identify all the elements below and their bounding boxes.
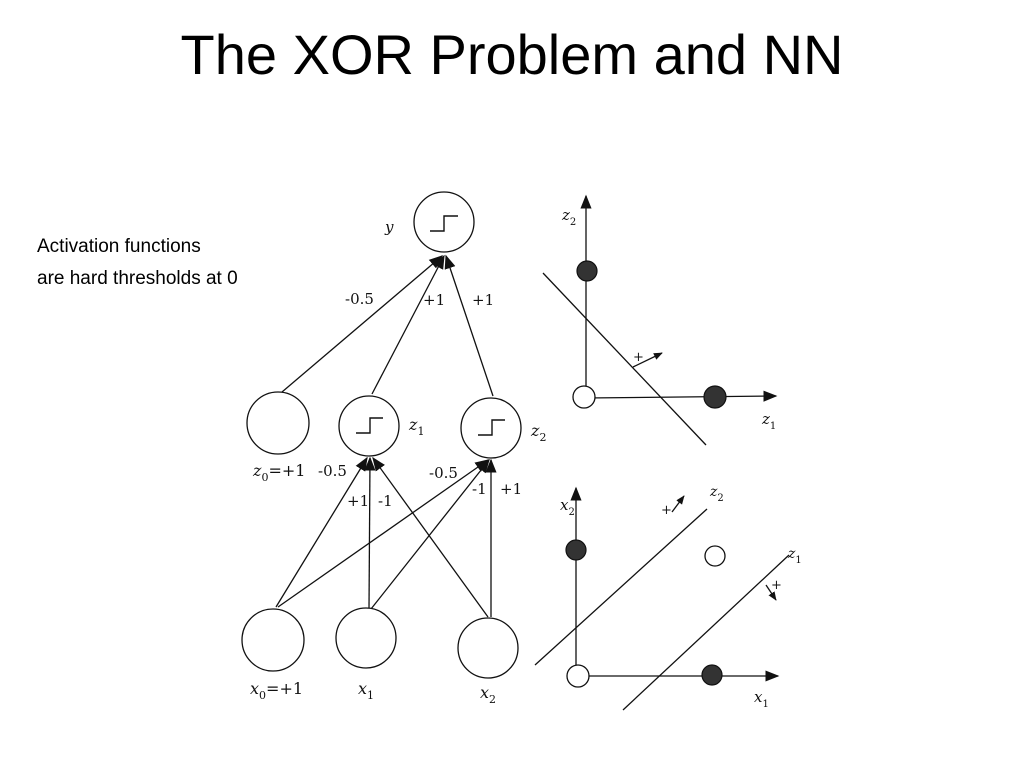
line-z1-label: z1 [787, 546, 802, 566]
z1-axis-label: z1 [761, 410, 776, 432]
label-x1: x1 [358, 679, 374, 702]
step-icon [430, 215, 458, 232]
weight-bias-to-y: -0.5 [345, 290, 374, 308]
node-hidden-z1 [338, 395, 400, 457]
weight-x1-to-z2: -1 [472, 480, 487, 498]
x-space-plot: + + x2 x1 z2 z1 [534, 484, 802, 711]
label-z2: z2 [530, 421, 546, 444]
z2-axis-label: z2 [561, 206, 576, 228]
node-input-x0 [241, 608, 305, 672]
normal-arrow-z1 [765, 584, 777, 601]
plus-mark: + [661, 503, 672, 518]
network-labels: y -0.5 +1 +1 z0=+1 z1 z2 -0.5 +1 -1 -0.5… [250, 218, 546, 706]
edge-x1-to-z2 [370, 458, 490, 610]
label-z0: z0=+1 [252, 461, 305, 484]
decision-line-z2 [534, 508, 708, 666]
weight-x0-to-z1: -0.5 [318, 462, 347, 480]
decision-line-z1 [622, 554, 790, 711]
label-x2: x2 [480, 683, 496, 706]
x2-axis-label: x2 [560, 496, 575, 518]
point-filled [703, 385, 727, 409]
node-bias-z0 [246, 391, 310, 455]
plus-mark: + [633, 350, 644, 365]
point-open [566, 664, 590, 688]
edge-x1-to-z1 [364, 456, 376, 610]
line-z2-label: z2 [709, 484, 724, 504]
x1-axis-label: x1 [754, 688, 769, 710]
step-icon [478, 419, 505, 436]
decision-line [542, 272, 707, 446]
edge-bias-to-y [281, 255, 444, 393]
step-icon [356, 417, 383, 434]
point-open [704, 545, 726, 567]
weight-x2-to-z2: +1 [500, 480, 522, 498]
weight-x2-to-z1: -1 [378, 492, 393, 510]
z-space-plot: + z2 z1 [542, 194, 778, 446]
network-diagram [241, 191, 522, 679]
normal-arrow-z2 [671, 495, 685, 513]
node-input-x1 [335, 607, 397, 669]
point-filled [565, 539, 587, 561]
node-hidden-z2 [460, 397, 522, 459]
node-input-x2 [457, 617, 519, 679]
edge-z2-to-y [444, 254, 494, 397]
weight-x1-to-z1: +1 [347, 492, 369, 510]
label-x0: x0=+1 [250, 679, 303, 702]
weight-z1-to-y: +1 [423, 291, 445, 309]
edge-x2-to-z1 [372, 456, 489, 618]
z1-axis [585, 390, 778, 402]
plus-mark: + [771, 578, 782, 593]
edge-z1-to-y [371, 254, 445, 395]
slide-title: The XOR Problem and NN [180, 23, 844, 86]
point-open [572, 385, 596, 409]
weight-x0-to-z2: -0.5 [429, 464, 458, 482]
edge-x0-to-z1 [275, 456, 368, 608]
normal-arrow [632, 352, 663, 368]
label-z1: z1 [408, 415, 424, 438]
point-filled [701, 664, 723, 686]
edge-x0-to-z2 [277, 459, 490, 608]
caption-line-1: Activation functions [37, 236, 201, 257]
output-label: y [384, 218, 394, 236]
weight-z2-to-y: +1 [472, 291, 494, 309]
point-filled [576, 260, 598, 282]
caption-line-2: are hard thresholds at 0 [37, 268, 238, 289]
